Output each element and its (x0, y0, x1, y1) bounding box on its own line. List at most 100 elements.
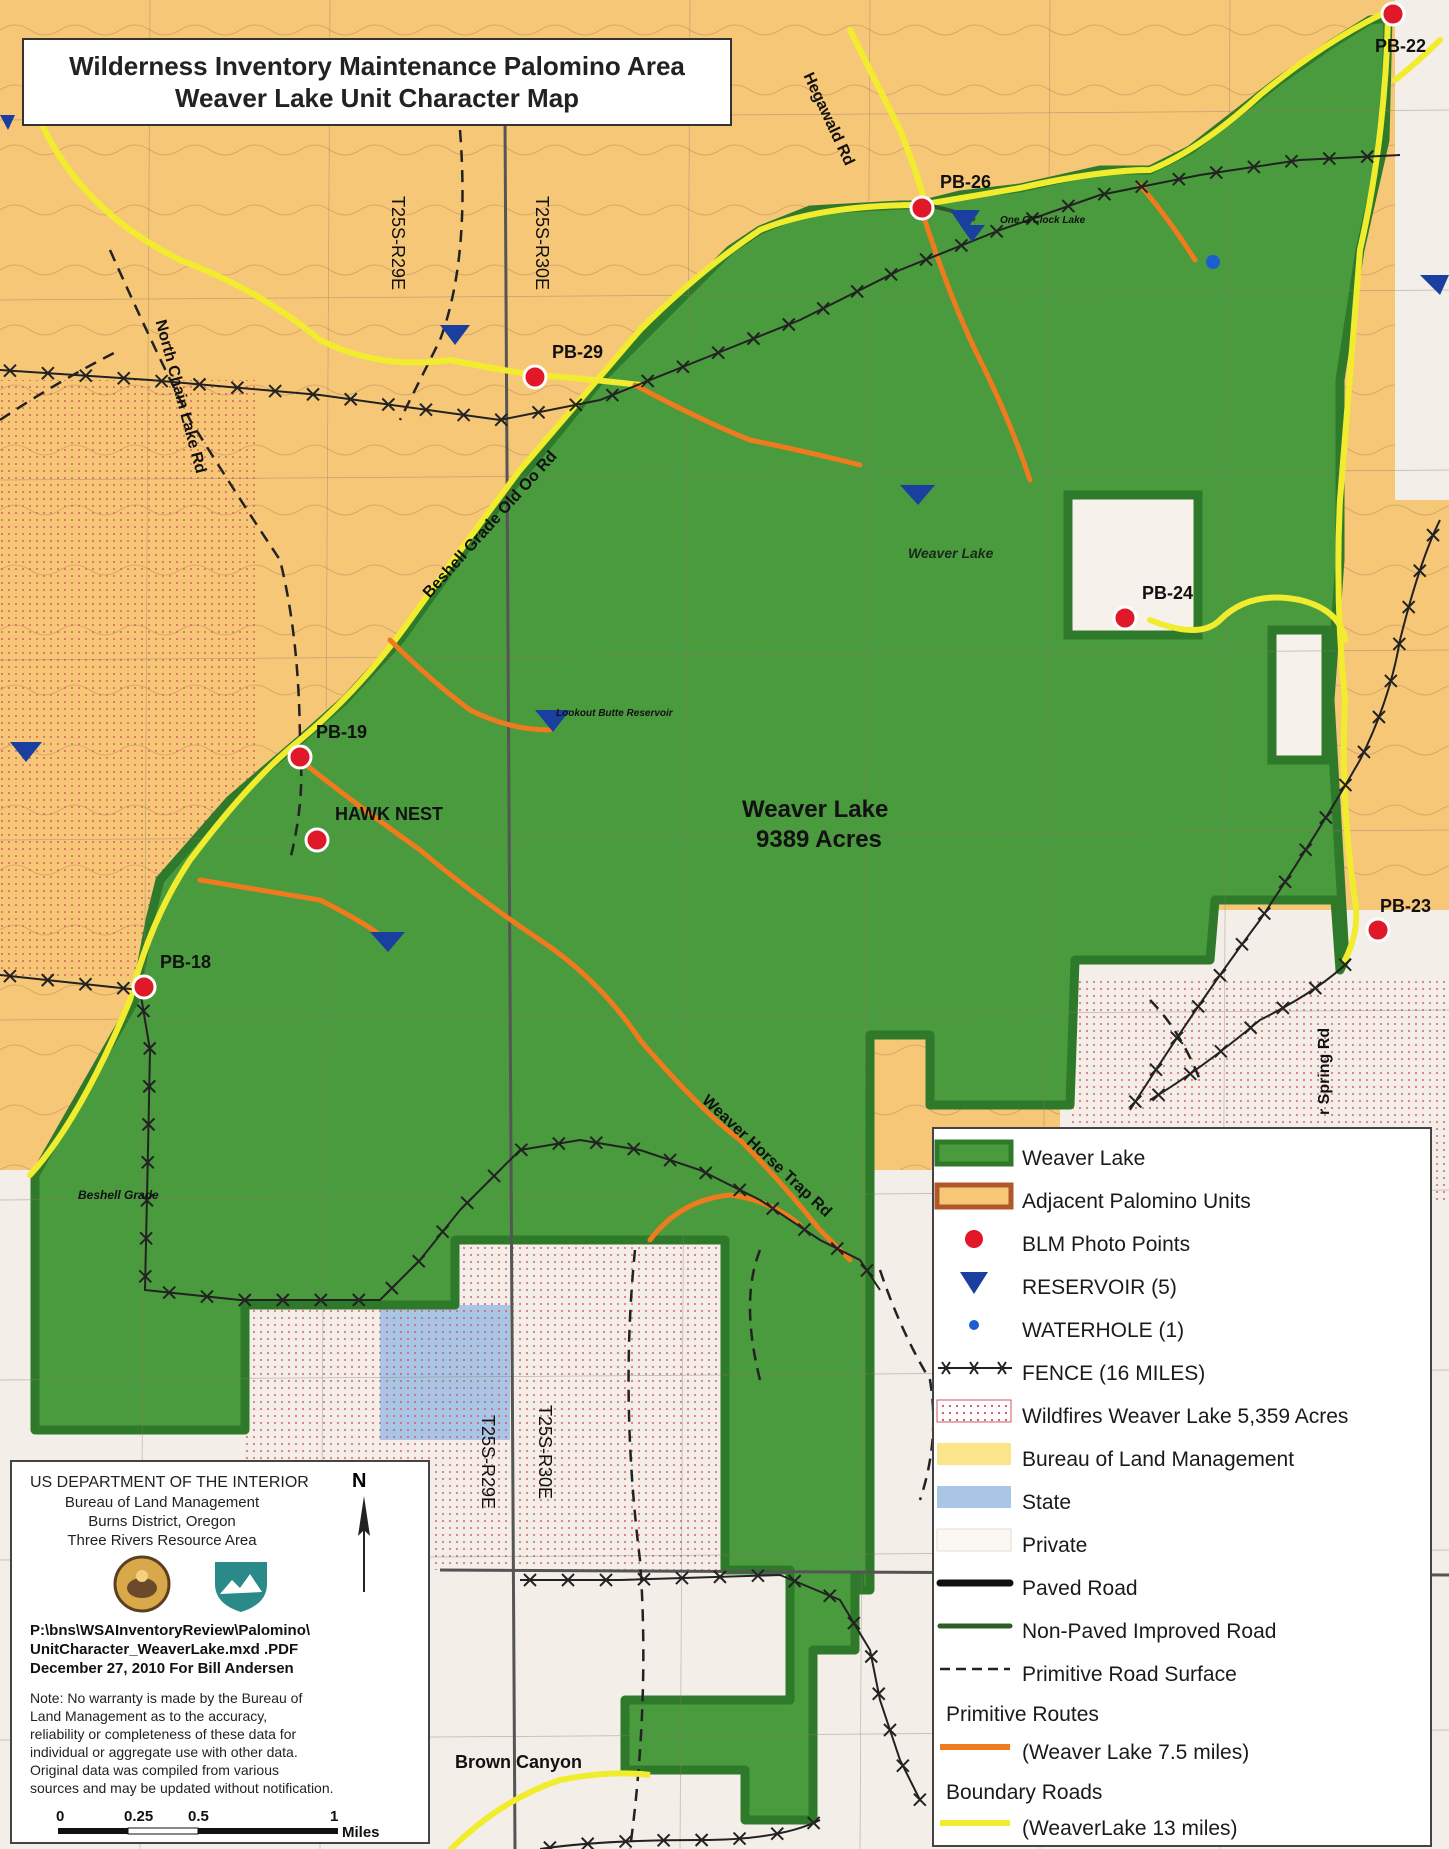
legend-item-wildfire: Wildfires Weaver Lake 5,359 Acres (934, 1397, 1430, 1437)
legend-label: Wildfires Weaver Lake 5,359 Acres (1022, 1405, 1349, 1428)
legend-item-photo: BLM Photo Points (934, 1225, 1430, 1265)
fence-cross (78, 977, 93, 991)
boundary-road-icon (940, 1820, 1010, 1826)
legend-label: BLM Photo Points (1022, 1233, 1191, 1256)
fence-cross (1151, 1088, 1166, 1102)
legend-adjacent-swatch (934, 1182, 1014, 1210)
fence-cross (1209, 165, 1223, 180)
info-note-5: Original data was compiled from various (30, 1762, 279, 1778)
fence-cross (1298, 843, 1313, 857)
fence-cross (954, 238, 969, 253)
reservoir-marker (440, 325, 470, 345)
info-path-2: UnitCharacter_WeaverLake.mxd .PDF (30, 1641, 299, 1658)
fence-cross (3, 969, 17, 983)
fence-cross (1097, 187, 1112, 201)
info-date: December 27, 2010 For Bill Andersen (30, 1660, 294, 1677)
legend-label: Bureau of Land Management (1022, 1448, 1295, 1471)
legend-item-fence: FENCE (16 MILES) (934, 1354, 1430, 1394)
fence-cross (751, 1568, 765, 1583)
scale-tick-025: 0.25 (124, 1808, 154, 1825)
fence-cross (460, 1196, 474, 1210)
legend-item-nonpaved: Non-Paved Improved Road (934, 1612, 1430, 1652)
fence-cross (154, 374, 169, 388)
range-line (503, 119, 517, 1849)
fence-cross (419, 403, 433, 417)
fence-cross (797, 1222, 812, 1237)
fence-cross (1170, 1031, 1184, 1045)
fence-cross (1372, 710, 1386, 724)
label-t25s-r30e-bottom: T25S-R30E (535, 1405, 555, 1500)
fence-cross (823, 1589, 837, 1603)
fence-cross (3, 363, 17, 378)
fence-cross (1308, 981, 1322, 995)
legend-label: (Weaver Lake 7.5 miles) (1022, 1741, 1250, 1764)
fence-cross (139, 1231, 153, 1246)
fence-cross (1183, 1067, 1197, 1081)
fence-cross (138, 1269, 153, 1284)
fence-cross (487, 1169, 501, 1183)
legend-item-paved: Paved Road (934, 1569, 1430, 1609)
fence-cross (1061, 199, 1076, 213)
scale-tick-0: 0 (56, 1808, 65, 1825)
fence-cross (1172, 172, 1186, 186)
fence-cross (770, 1826, 784, 1841)
photo-point-pb18 (131, 974, 157, 1000)
fence-cross (143, 1041, 157, 1056)
fence-cross (787, 1574, 802, 1588)
label-beshell-grade-place: Beshell Grade (78, 1188, 159, 1202)
excluded-parcel-2 (1267, 625, 1331, 765)
boundary-roads (27, 12, 1443, 1178)
fence-cross (640, 374, 655, 388)
reservoir-icon (960, 1272, 988, 1294)
scale-tick-05: 0.5 (188, 1808, 209, 1825)
fence-cross (746, 331, 761, 346)
fence-cross (1134, 179, 1149, 194)
legend-label: Primitive Road Surface (1022, 1663, 1237, 1686)
legend-label: Adjacent Palomino Units (1022, 1190, 1251, 1213)
fence-cross (412, 1254, 426, 1268)
fence-cross (605, 388, 620, 402)
fence-cross (676, 360, 690, 374)
fence-cross (589, 1136, 603, 1150)
fence-cross (806, 1816, 821, 1830)
label-pb22: PB-22 (1375, 36, 1427, 56)
info-note-2: Land Management as to the accuracy, (30, 1708, 268, 1724)
fence-cross (523, 1573, 537, 1587)
legend-item-unit: Weaver Lake (934, 1139, 1430, 1179)
info-note-4: individual or aggregate use with other d… (30, 1744, 298, 1760)
fence-cross (1247, 160, 1261, 174)
reservoir-marker (535, 710, 570, 732)
info-note-1: Note: No warranty is made by the Bureau … (30, 1690, 303, 1706)
fence-cross (141, 1155, 155, 1170)
fence-cross (116, 981, 131, 995)
fence-cross (1413, 564, 1427, 578)
fence-cross (883, 1723, 897, 1737)
fence-cross (200, 1289, 214, 1304)
legend-item-boundary-road: (WeaverLake 13 miles) (934, 1809, 1430, 1849)
label-spring-rd: r Spring Rd (1316, 1027, 1333, 1115)
fence-cross (1243, 1021, 1258, 1035)
fence-cross (913, 1792, 927, 1807)
photo-point-icon (965, 1230, 983, 1248)
fence-cross (884, 267, 898, 282)
fence-cross (268, 384, 282, 398)
legend-label: Non-Paved Improved Road (1022, 1620, 1277, 1643)
fence-cross (1025, 211, 1040, 226)
info-dept: US DEPARTMENT OF THE INTERIOR (30, 1474, 309, 1491)
fence-cross (675, 1571, 689, 1585)
legend-item-blm: Bureau of Land Management (934, 1440, 1430, 1480)
label-pb19: PB-19 (316, 722, 368, 742)
fence-cross (1213, 968, 1227, 982)
reservoir-marker (0, 115, 15, 130)
fence-cross (140, 1193, 154, 1208)
fence-cross (732, 1831, 747, 1846)
label-weaver-lake-water: Weaver Lake (908, 545, 994, 561)
label-t25s-r29e-top: T25S-R29E (388, 196, 408, 291)
fence-cross (314, 1293, 328, 1307)
fence-cross (494, 413, 508, 427)
fence-cross (1338, 957, 1352, 972)
fence-cross (141, 1117, 156, 1132)
